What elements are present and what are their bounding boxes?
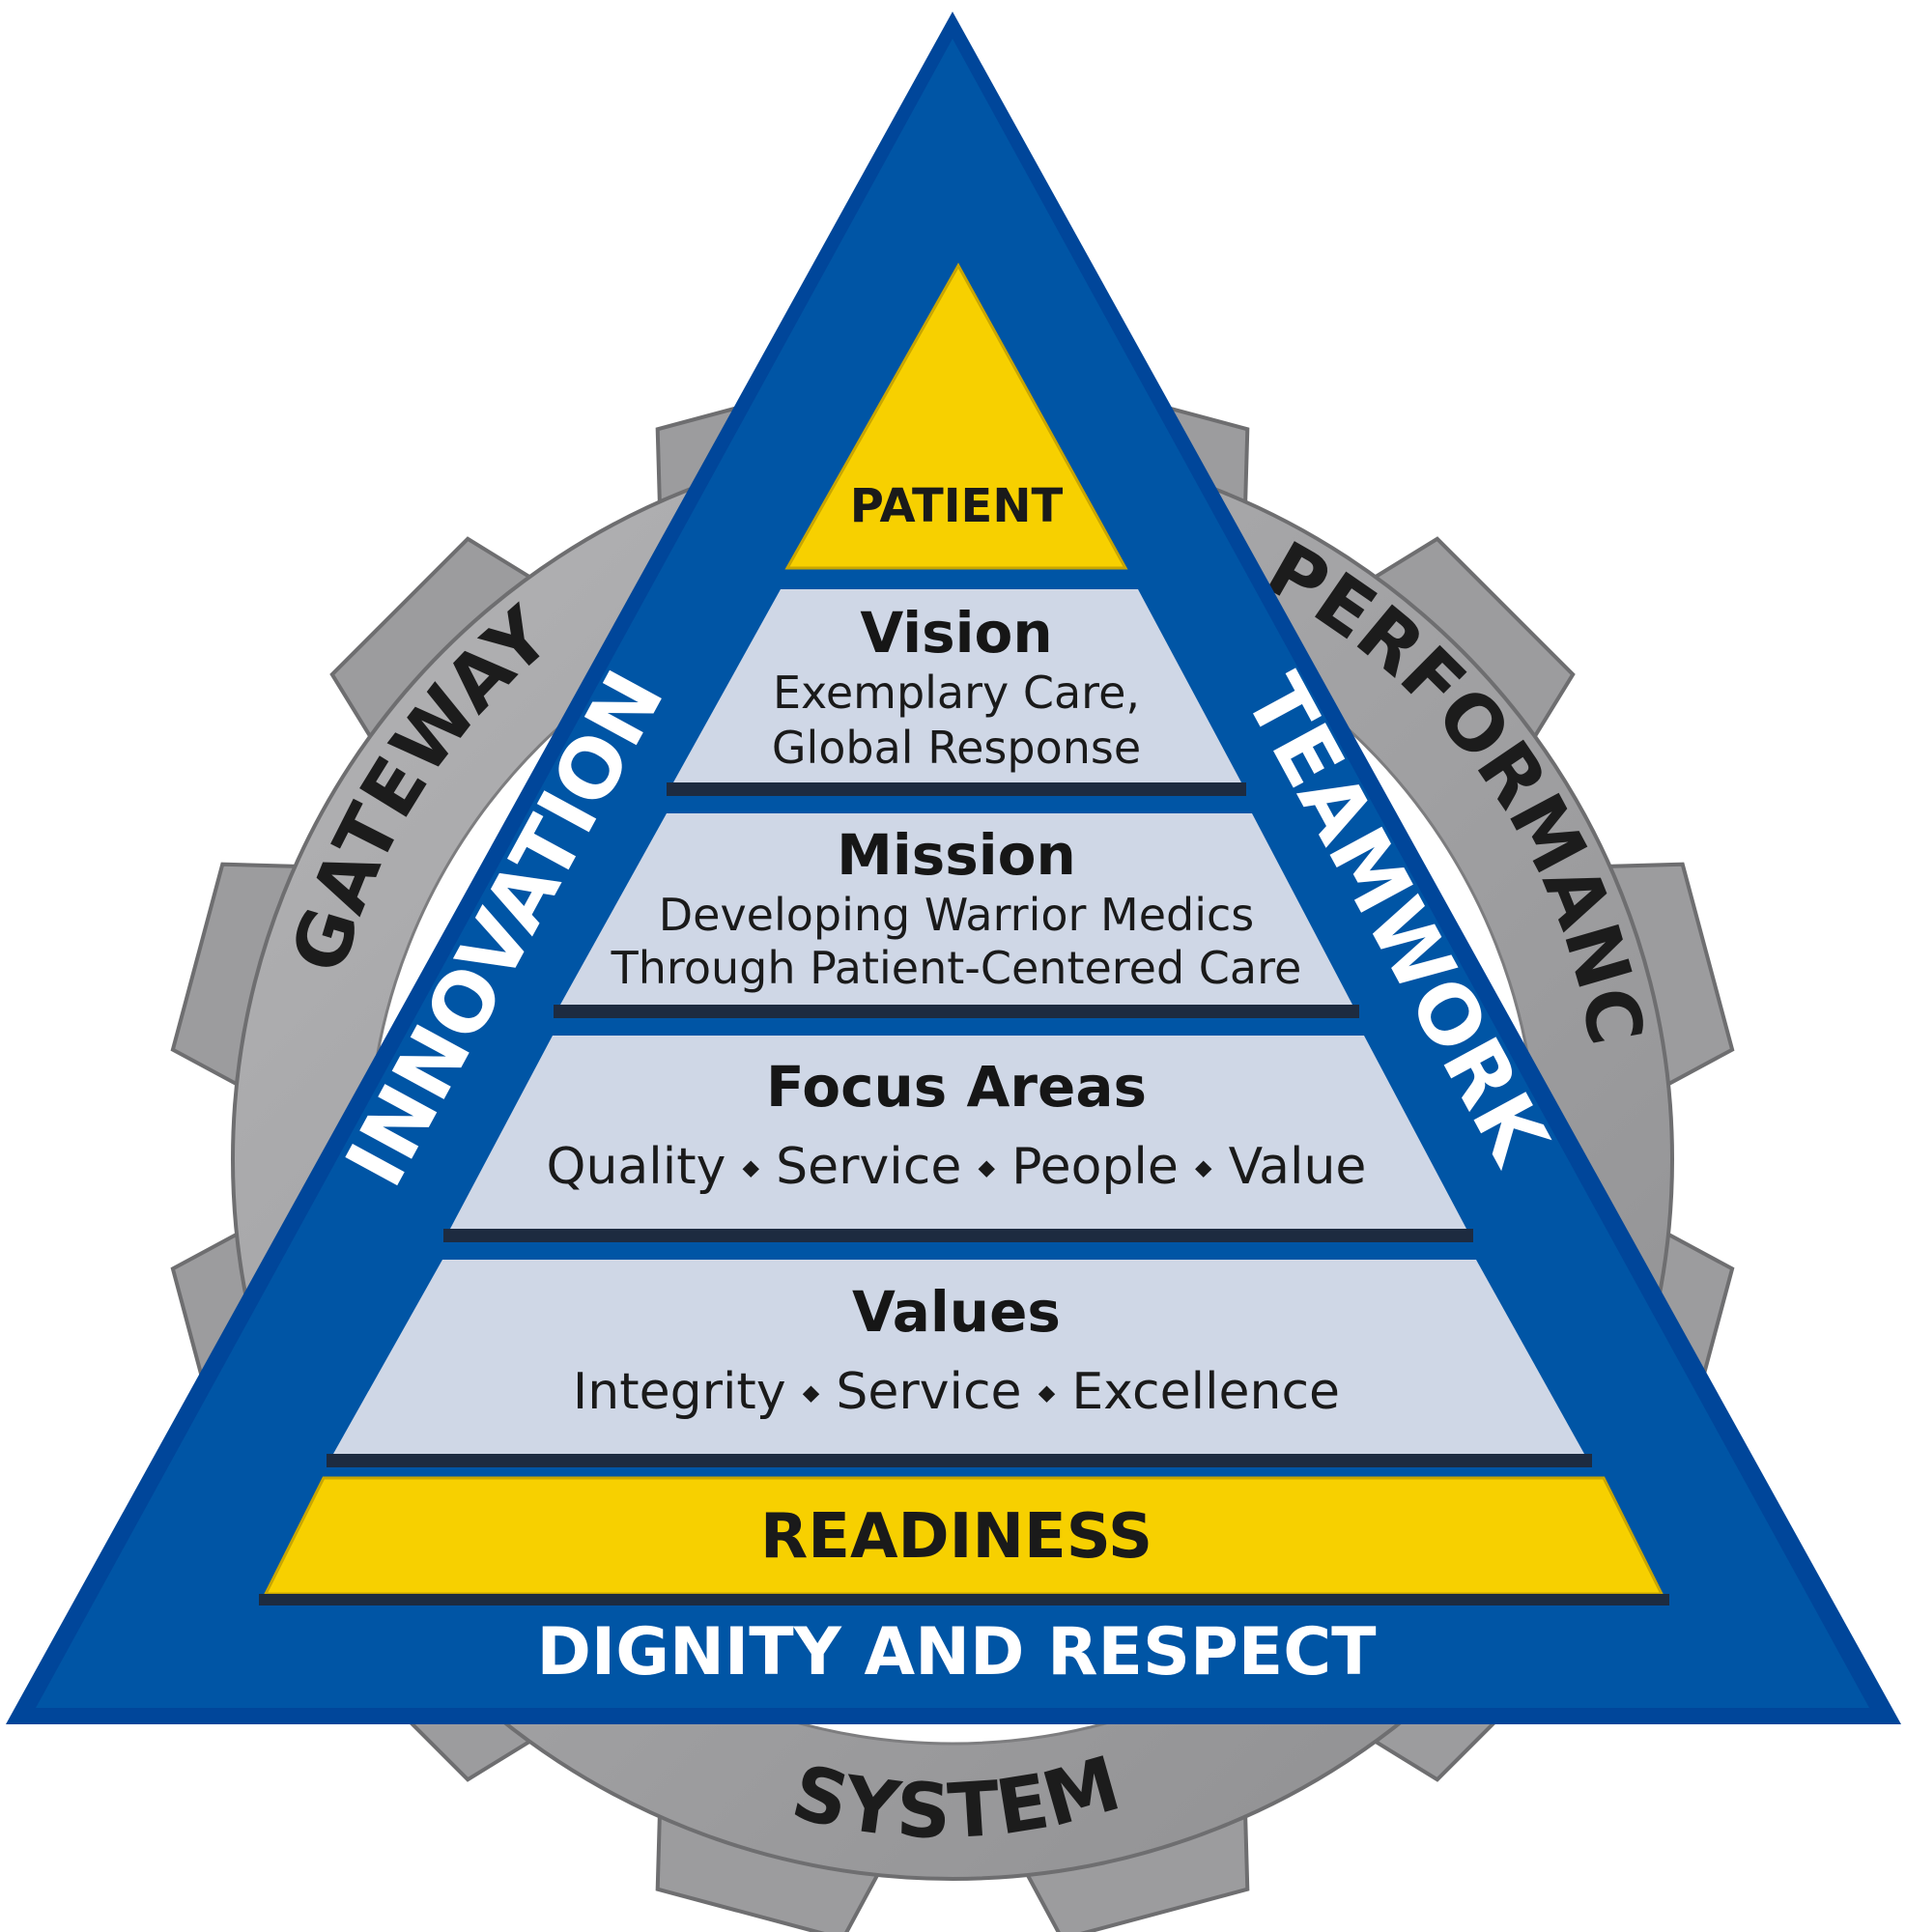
tier-values: Values Integrity ⬩ Service ⬩ Excellence [327,1260,1592,1467]
readiness-band: READINESS [259,1476,1669,1605]
tier-vision-heading: Vision [860,600,1052,666]
tier-focus-heading: Focus Areas [766,1054,1147,1120]
tier-mission-heading: Mission [837,822,1076,888]
tier-mission-band [560,813,1352,1005]
apex-label: PATIENT [850,479,1064,533]
tier-values-line-1: Integrity ⬩ Service ⬩ Excellence [573,1363,1340,1421]
tier-vision-line-2: Global Response [772,722,1141,774]
tier-values-band [333,1260,1584,1454]
tier-separator [667,782,1246,796]
tier-vision-line-1: Exemplary Care, [773,667,1140,719]
tier-focus-line-1: Quality ⬩ Service ⬩ People ⬩ Value [547,1138,1367,1196]
tier-vision: Vision Exemplary Care, Global Response [667,589,1246,796]
readiness-separator [259,1594,1669,1605]
tier-mission-line-1: Developing Warrior Medics [659,889,1255,941]
tier-mission: Mission Developing Warrior Medics Throug… [554,813,1359,1018]
tier-vision-band [673,589,1241,782]
tier-focus-band [450,1036,1466,1229]
tier-separator [327,1454,1592,1467]
tier-separator [554,1005,1359,1018]
readiness-label: READINESS [760,1501,1152,1573]
tier-separator [443,1229,1473,1242]
base-label: DIGNITY AND RESPECT [536,1614,1377,1690]
tier-mission-line-2: Through Patient-Centered Care [611,942,1302,994]
apex-triangle [784,262,1128,570]
tier-values-heading: Values [852,1279,1061,1345]
tier-focus-areas: Focus Areas Quality ⬩ Service ⬩ People ⬩… [443,1036,1473,1242]
